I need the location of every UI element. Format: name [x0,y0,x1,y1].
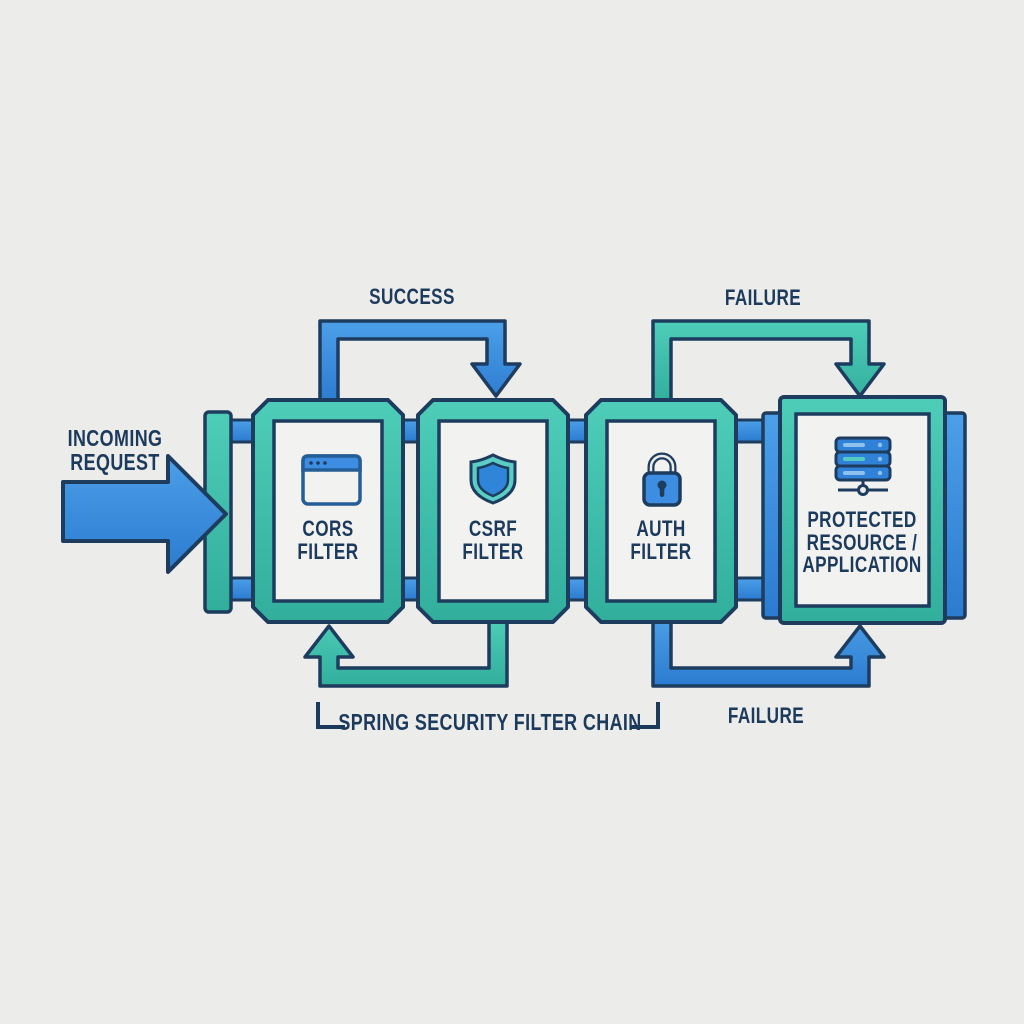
csrf-filter-label: CSRF FILTER [462,516,524,564]
failure-top-arrow [651,319,886,406]
box-inner [437,419,549,603]
auth-filter-label: AUTH FILTER [630,516,692,564]
protected-resource-label: PROTECTED RESOURCE / APPLICATION [802,507,922,577]
incoming-request-arrow [61,454,228,574]
caption-bracket-right [631,702,660,729]
filter-chain-caption: SPRING SECURITY FILTER CHAIN [338,709,642,735]
lock-icon [642,452,682,507]
success-label: SUCCESS [369,284,455,309]
caption-bracket-left [316,702,345,729]
protected-resource-box [778,395,947,625]
cors-filter-label: CORS FILTER [297,516,359,564]
failure-bottom-arrow [651,616,886,688]
incoming-request-label: INCOMING REQUEST [67,425,163,476]
box-inner [605,419,717,603]
failure-top-label: FAILURE [724,285,802,310]
cors-filter-box [251,398,405,624]
failure-bottom-label: FAILURE [727,703,805,728]
auth-filter-box [584,398,738,624]
success-arrow [318,319,522,406]
server-icon [834,436,892,496]
box-inner [272,419,384,603]
loopback-bottom-arrow [303,616,509,688]
csrf-filter-box [416,398,570,624]
shield-icon [469,453,517,505]
browser-window-icon [301,454,362,506]
